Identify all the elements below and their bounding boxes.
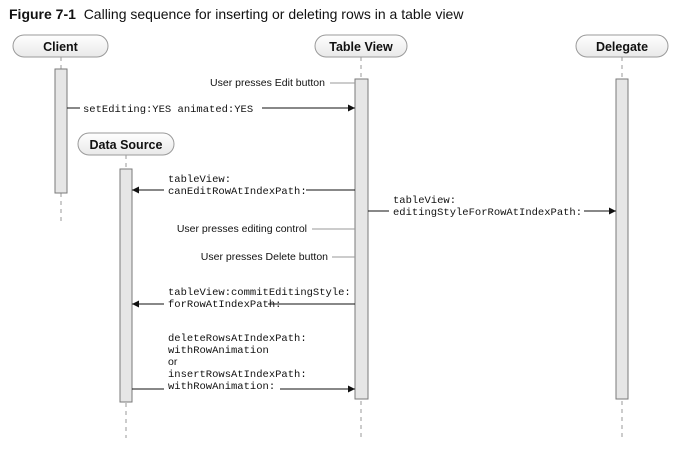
figure-caption: Figure 7-1 Calling sequence for insertin… — [9, 6, 463, 22]
insert-rows-label-line2: withRowAnimation: — [168, 381, 275, 393]
commit-style-label-line1: tableView:commitEditingStyle: — [168, 287, 351, 299]
data-source-participant: Data Source — [77, 132, 175, 156]
table-view-label: Table View — [329, 40, 393, 54]
table-view-activation — [354, 78, 369, 400]
can-edit-label-line1: tableView: — [168, 174, 231, 186]
editing-style-label-line1: tableView: — [393, 195, 456, 207]
delegate-activation — [615, 78, 629, 400]
note-edit-button: User presses Edit button — [210, 77, 325, 89]
delete-rows-label-line2: withRowAnimation — [168, 345, 269, 357]
figure-label: Figure 7-1 — [9, 6, 76, 22]
client-participant: Client — [12, 34, 109, 58]
editing-style-label-line2: editingStyleForRowAtIndexPath: — [393, 207, 582, 219]
note-delete-button: User presses Delete button — [201, 251, 328, 263]
table-view-participant: Table View — [314, 34, 408, 58]
figure-title: Calling sequence for inserting or deleti… — [83, 6, 464, 22]
client-label: Client — [43, 40, 79, 54]
delegate-label: Delegate — [596, 40, 648, 54]
delete-rows-label-line1: deleteRowsAtIndexPath: — [168, 333, 307, 345]
can-edit-label-line2: canEditRowAtIndexPath: — [168, 186, 307, 198]
note-editing-control: User presses editing control — [177, 223, 307, 235]
set-editing-label: setEditing:YES animated:YES — [83, 104, 253, 116]
commit-style-label-line2: forRowAtIndexPath: — [168, 299, 281, 311]
client-activation — [54, 68, 68, 194]
data-source-label: Data Source — [90, 138, 163, 152]
insert-rows-label-line1: insertRowsAtIndexPath: — [168, 369, 307, 381]
delegate-participant: Delegate — [575, 34, 669, 58]
data-source-activation — [119, 168, 133, 403]
or-label: or — [168, 356, 178, 368]
